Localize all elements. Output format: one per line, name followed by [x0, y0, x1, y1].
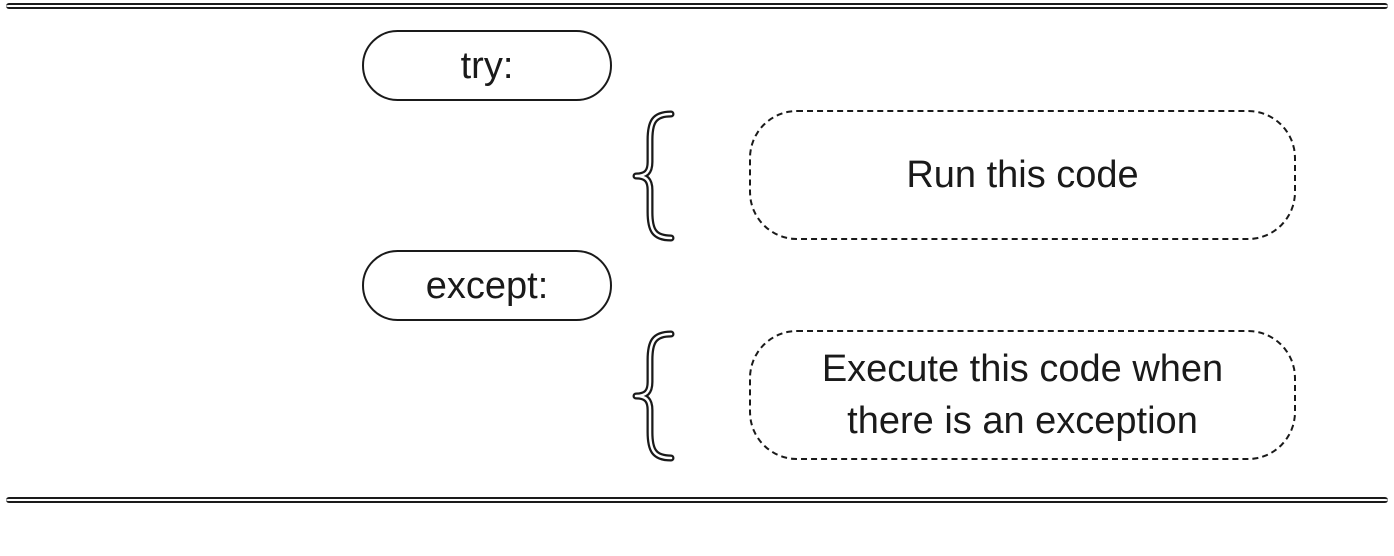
except-keyword-label: except: [425, 264, 549, 307]
top-rule [6, 3, 1388, 9]
except-body-line-1: Execute this code when [821, 348, 1224, 390]
except-body-line-2: there is an exception [847, 400, 1198, 442]
try-brace-icon [632, 110, 675, 242]
except-keyword-pill: except: [362, 250, 612, 321]
except-brace-icon [632, 330, 675, 462]
try-body-box: Run this code [749, 110, 1296, 240]
except-body-box: Execute this code when there is an excep… [749, 330, 1296, 460]
try-keyword-label: try: [460, 44, 514, 87]
bottom-rule [6, 497, 1388, 503]
except-body-text: Execute this code when there is an excep… [822, 343, 1223, 447]
try-keyword-pill: try: [362, 30, 612, 101]
try-body-text: Run this code [906, 154, 1139, 196]
